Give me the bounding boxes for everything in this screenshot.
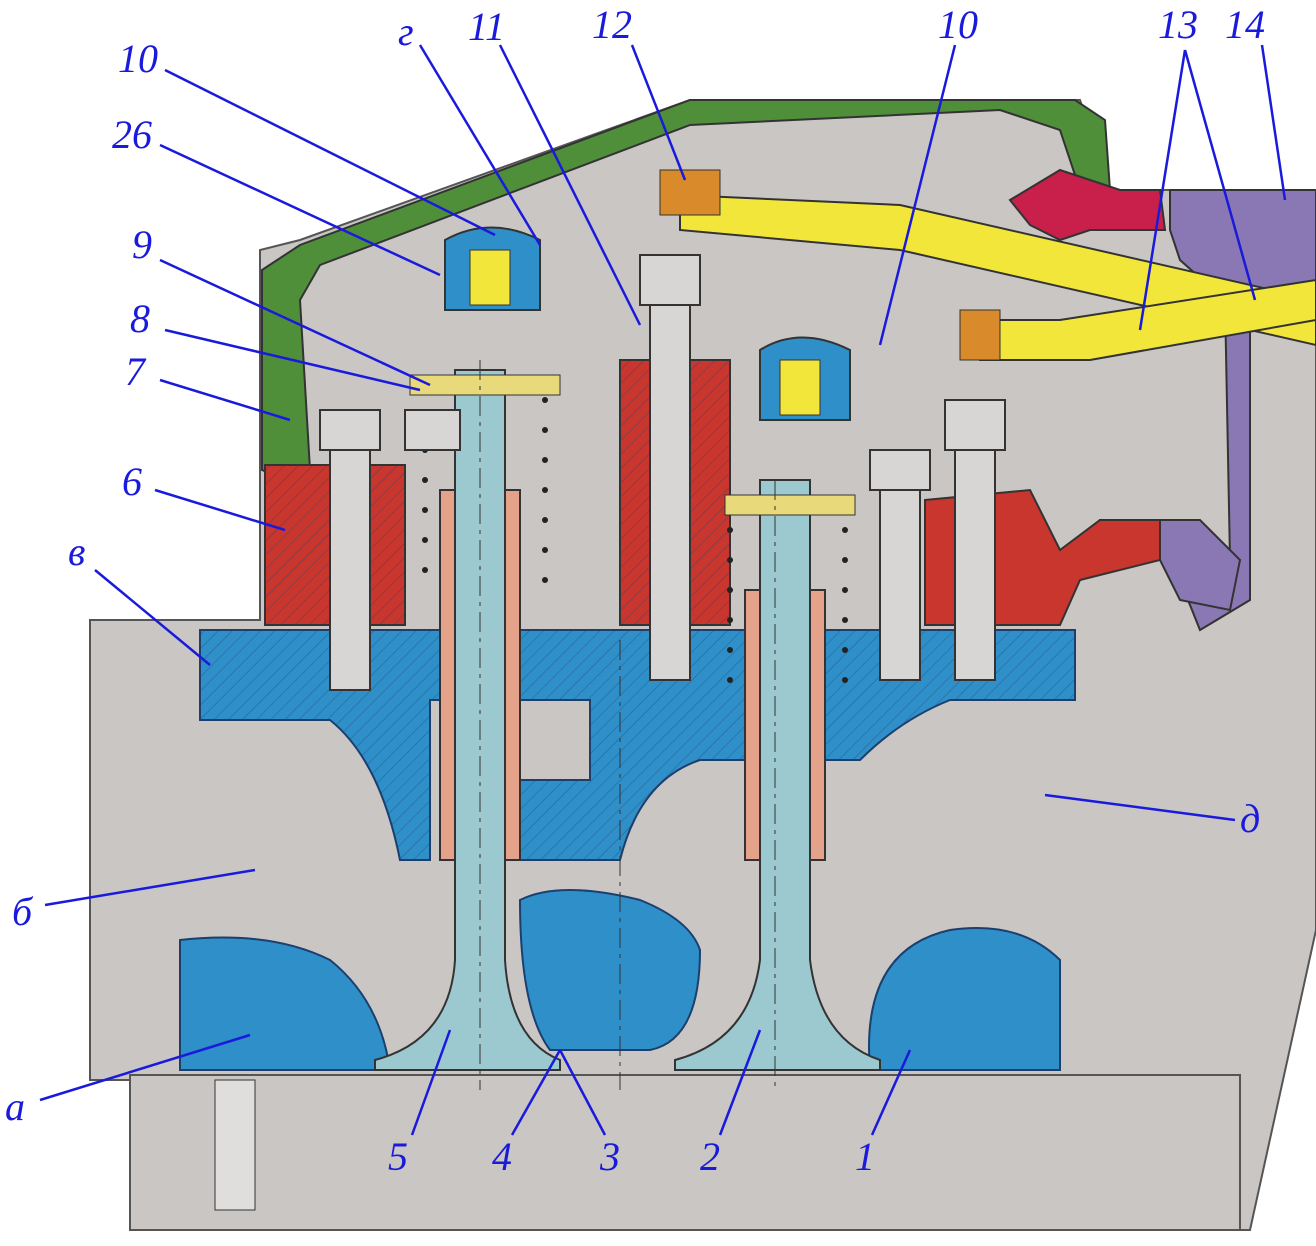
label-3: 3 bbox=[599, 1134, 620, 1179]
label-5: 5 bbox=[388, 1134, 408, 1179]
label-1: 1 bbox=[855, 1134, 875, 1179]
leader-lines bbox=[39, 44, 1287, 1136]
label-8: 8 bbox=[130, 296, 150, 341]
label-6: 6 bbox=[122, 459, 142, 504]
label-v: в bbox=[68, 529, 85, 574]
label-13: 13 bbox=[1158, 2, 1198, 47]
label-2: 2 bbox=[700, 1134, 720, 1179]
label-10-left: 10 bbox=[118, 36, 158, 81]
label-26: 26 bbox=[112, 112, 152, 157]
bolts bbox=[319, 254, 1006, 691]
valve-right bbox=[674, 479, 881, 1071]
label-7: 7 bbox=[125, 349, 147, 394]
label-b: б bbox=[12, 889, 34, 934]
label-14: 14 bbox=[1225, 2, 1265, 47]
cover-clamp bbox=[1008, 168, 1167, 242]
label-d: д bbox=[1240, 796, 1260, 841]
label-12: 12 bbox=[592, 2, 632, 47]
label-10-right: 10 bbox=[938, 2, 978, 47]
label-11: 11 bbox=[468, 4, 505, 49]
label-g: г bbox=[398, 9, 414, 54]
label-4: 4 bbox=[492, 1134, 512, 1179]
label-9: 9 bbox=[132, 222, 152, 267]
label-a: а bbox=[5, 1084, 25, 1129]
valve-left bbox=[374, 369, 561, 1071]
injector-housing bbox=[1169, 189, 1316, 632]
